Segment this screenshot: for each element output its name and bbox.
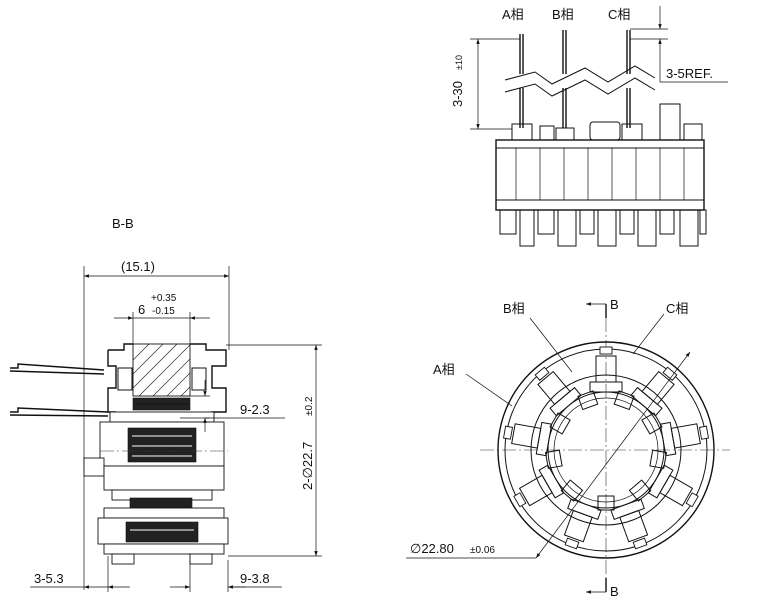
break-line-lower <box>504 77 656 97</box>
lead-wire-upper <box>10 363 105 371</box>
label-phase-b-bottom: B相 <box>503 301 525 316</box>
pin-ref-text: 3-5REF. <box>666 66 713 81</box>
top-view: B B <box>406 297 730 599</box>
label-phase-c-top: C相 <box>608 7 630 22</box>
section-title: B-B <box>112 216 134 231</box>
front-view: 3-30 ±10 3-5REF. A相 B相 C相 <box>450 6 728 247</box>
core-width-text: 6 <box>138 302 145 317</box>
pin-length-tol: ±10 <box>454 55 464 70</box>
outer-ring <box>497 341 715 559</box>
core-width-tol-lower: -0.15 <box>152 306 175 317</box>
height-dia-text: 2-∅22.7 <box>300 442 315 490</box>
label-phase-a-top: A相 <box>502 7 524 22</box>
pin-b <box>562 30 567 128</box>
pin-length-text: 3-30 <box>450 81 465 107</box>
outer-dia-tol: ±0.06 <box>470 545 495 556</box>
pin-a <box>519 34 524 128</box>
lead-wire-lower <box>10 407 109 413</box>
height-dia-tol: ±0.2 <box>304 396 315 416</box>
leader-phase-b <box>529 317 573 373</box>
dim-pin-ref: 3-5REF. <box>630 6 728 83</box>
dim-height-dia: 2-∅22.7 ±0.2 <box>226 344 322 557</box>
core-width-tol-upper: +0.35 <box>151 293 177 304</box>
label-phase-a-bottom: A相 <box>433 362 455 377</box>
dim-slot-top: 9-2.3 <box>180 380 285 432</box>
dim-overall-width: (15.1) <box>83 259 230 590</box>
dim-slot-bottom: 9-3.8 <box>170 560 282 592</box>
break-line-upper <box>504 65 656 85</box>
section-view: B-B (15.1) 6 +0.35 -0.15 <box>9 216 322 592</box>
outer-dia-text: ∅22.80 <box>410 541 454 556</box>
slot-bottom-text: 9-3.8 <box>240 571 270 586</box>
slot-top-text: 9-2.3 <box>240 402 270 417</box>
overall-width-text: (15.1) <box>121 259 155 274</box>
pin-offset-text: 3-5.3 <box>34 571 64 586</box>
leader-phase-c <box>632 313 665 355</box>
leader-phase-a <box>465 373 513 407</box>
dim-pin-offset: 3-5.3 <box>30 556 130 592</box>
section-mark-top: B <box>610 297 619 312</box>
bottom-teeth <box>499 209 707 247</box>
label-phase-b-top: B相 <box>552 7 574 22</box>
label-phase-c-bottom: C相 <box>666 301 688 316</box>
dim-outer-dia: ∅22.80 ±0.06 <box>406 351 691 559</box>
section-mark-bottom: B <box>610 584 619 599</box>
pin-c <box>626 30 631 128</box>
dim-pin-length: 3-30 ±10 <box>450 38 520 130</box>
dim-core-width: 6 +0.35 -0.15 <box>114 293 210 344</box>
